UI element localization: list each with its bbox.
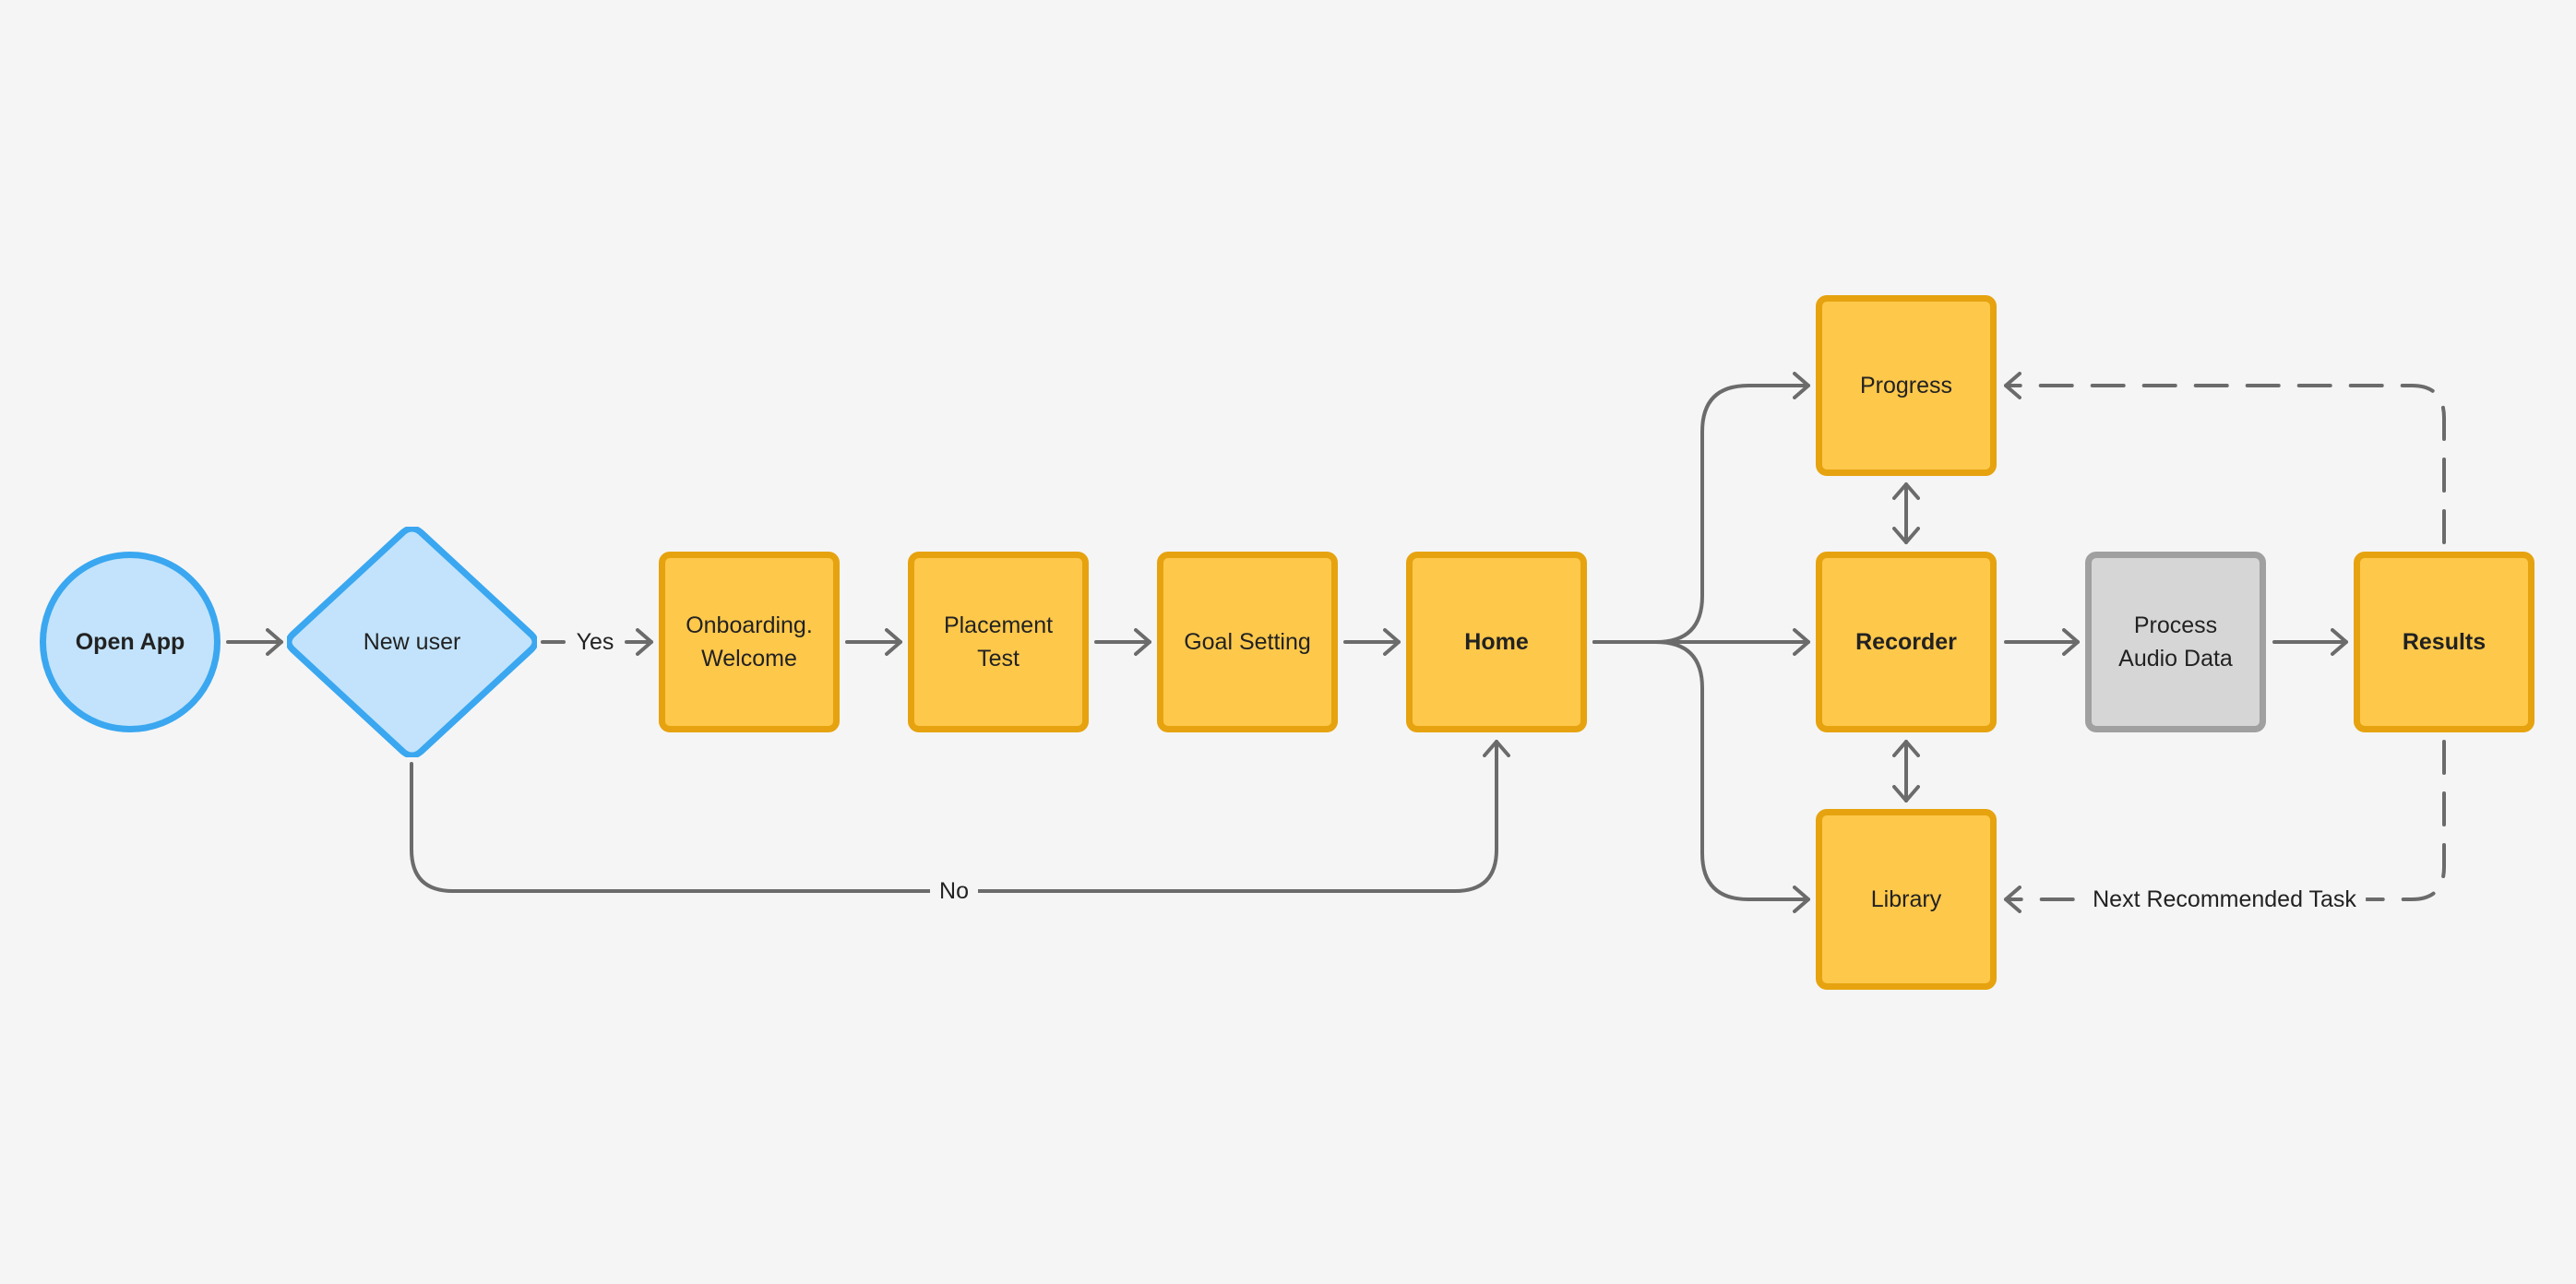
diamond-shape [287,527,537,757]
onboarding-node[interactable]: Onboarding. Welcome [659,552,840,732]
next-task-edge-label: Next Recommended Task [2083,884,2366,915]
progress-label: Progress [1859,373,1953,398]
recorder-node[interactable]: Recorder [1816,552,1997,732]
open-app-label: Open App [75,629,185,655]
placement-test-node[interactable]: Placement Test [908,552,1089,732]
process-audio-node[interactable]: Process Audio Data [2085,552,2266,732]
library-node[interactable]: Library [1816,809,1997,990]
home-node[interactable]: Home [1406,552,1587,732]
new-user-decision[interactable]: New user [287,527,537,757]
goal-setting-label: Goal Setting [1184,629,1311,655]
results-label: Results [2402,629,2487,655]
edge-results-library [2004,740,2446,913]
edge-home-library [1592,640,1810,913]
open-app-node[interactable]: Open App [40,552,221,732]
onboarding-label: Onboarding. Welcome [686,612,813,672]
goal-setting-node[interactable]: Goal Setting [1157,552,1338,732]
library-label: Library [1870,886,1942,912]
no-edge-label: No [930,875,978,907]
progress-node[interactable]: Progress [1816,295,1997,476]
recorder-label: Recorder [1855,629,1957,655]
edge-results-progress [2004,372,2446,544]
edge-newuser-no [410,740,1510,893]
results-node[interactable]: Results [2354,552,2534,732]
edge-home-progress [1592,372,1810,644]
placement-test-label: Placement Test [943,612,1054,672]
yes-edge-label: Yes [576,626,614,658]
home-label: Home [1464,629,1529,655]
process-audio-label: Process Audio Data [2118,612,2233,672]
new-user-label: New user [363,628,461,655]
